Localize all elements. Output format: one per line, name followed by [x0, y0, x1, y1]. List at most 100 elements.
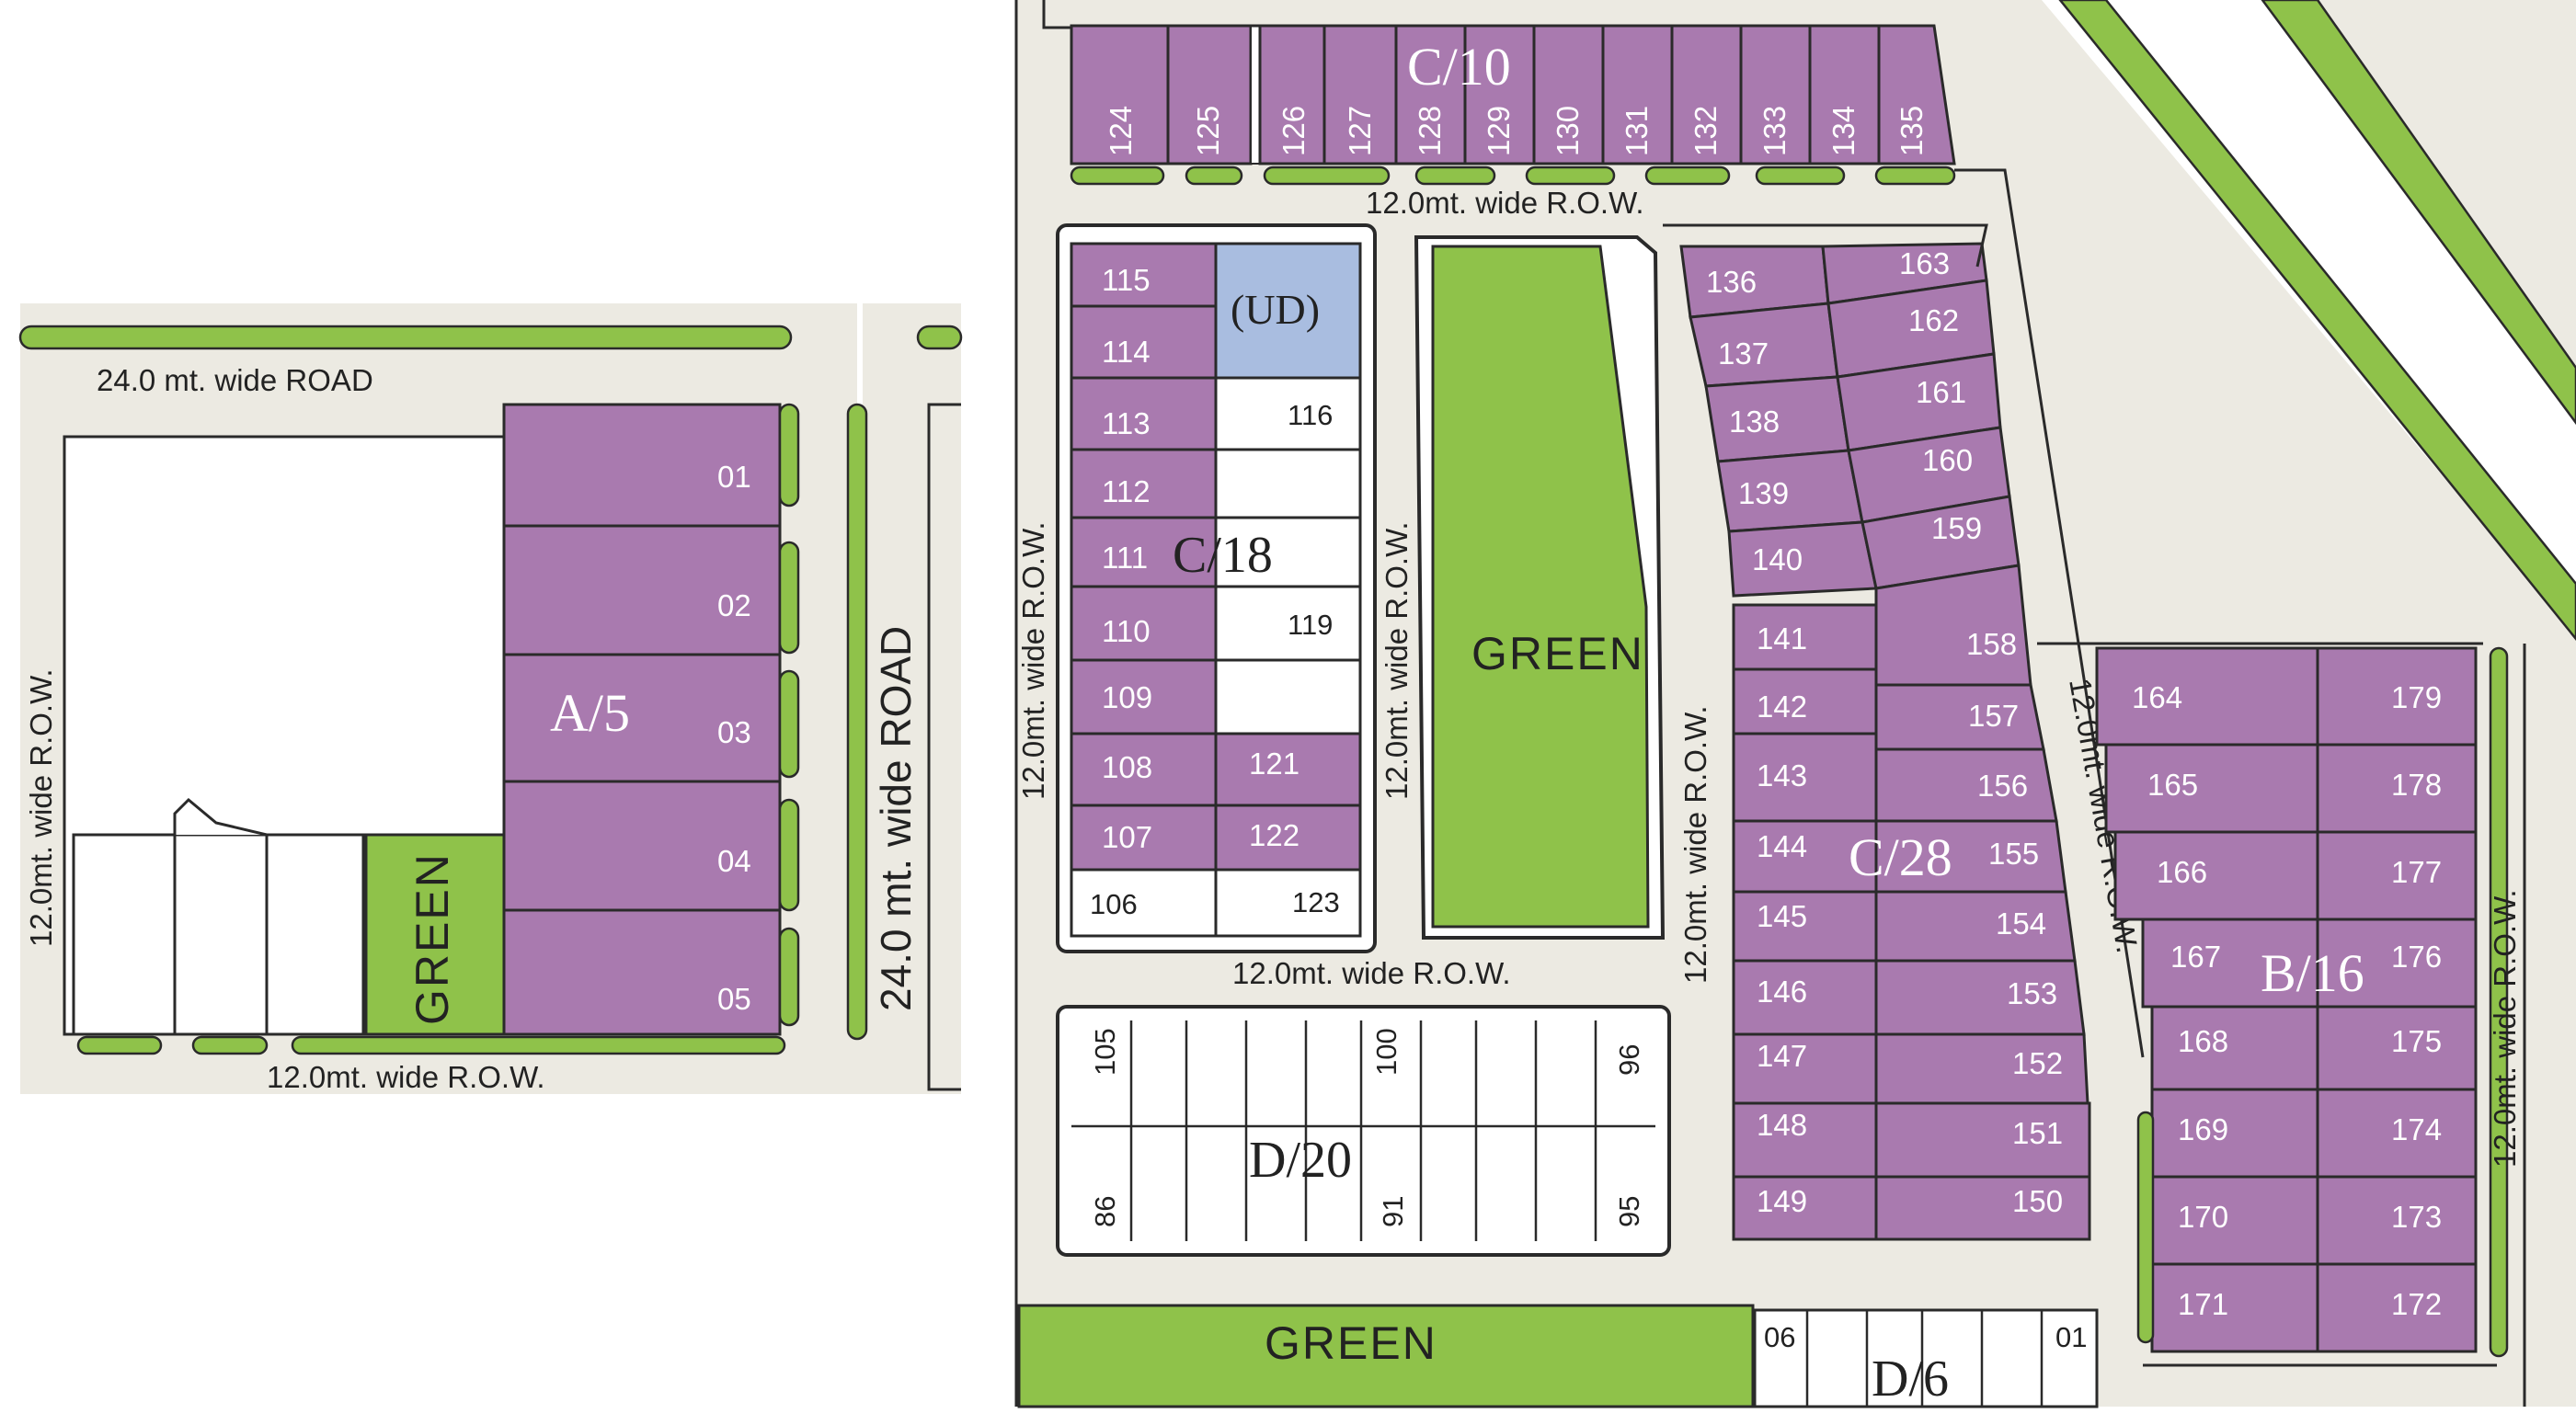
plot-number: 177	[2391, 855, 2442, 889]
plot-number: 05	[717, 982, 751, 1016]
row-label-d20-top: 12.0mt. wide R.O.W.	[1232, 956, 1511, 990]
plot-number: 110	[1102, 614, 1151, 648]
plot-number: 113	[1102, 406, 1151, 440]
green-strip	[916, 325, 963, 350]
plot-number: 150	[2012, 1184, 2063, 1218]
row-label-left: 12.0mt. wide R.O.W.	[24, 668, 58, 947]
plot-number: 134	[1826, 106, 1860, 156]
plot-116	[1214, 376, 1362, 451]
plot-number: 173	[2391, 1200, 2442, 1234]
plot-169	[2150, 1088, 2319, 1179]
plot-number: 132	[1689, 106, 1723, 156]
plot-number: 161	[1916, 375, 1966, 409]
block-label-c10: C/10	[1407, 37, 1511, 97]
b16-plot-numbers: 164 165 166 167 168 169 170 171 179 178 …	[2132, 680, 2442, 1321]
plot-number: 162	[1908, 303, 1959, 337]
plot-166	[2113, 830, 2319, 921]
plot-number: 109	[1102, 680, 1152, 714]
plot-number: 128	[1413, 106, 1447, 156]
plot-number: 152	[2012, 1046, 2063, 1080]
plot-number: 158	[1966, 627, 2017, 661]
row-label-c28-left: 12.0mt. wide R.O.W.	[1678, 705, 1712, 984]
block-label-b16: B/16	[2261, 943, 2364, 1003]
plot-04	[502, 780, 782, 912]
plot-number: 133	[1757, 106, 1792, 156]
plot-number: 01	[717, 460, 751, 494]
plot-number: 160	[1922, 443, 1973, 477]
plot-107	[1070, 804, 1218, 872]
plot-164	[2095, 646, 2319, 747]
plot-number: 105	[1089, 1028, 1121, 1076]
plot-number: 03	[717, 715, 751, 749]
plot-150	[1874, 1175, 2091, 1241]
plot-number: 142	[1757, 690, 1807, 724]
plot-number: 175	[2391, 1024, 2442, 1058]
plot-number: 166	[2157, 855, 2207, 889]
plot-number: 172	[2391, 1287, 2442, 1321]
block-label-c28: C/28	[1849, 827, 1952, 887]
plot-number: 127	[1343, 106, 1377, 156]
plot-number: 122	[1249, 818, 1299, 852]
plot-126	[1258, 24, 1326, 165]
plot-151	[1874, 1101, 2091, 1179]
plot-165	[2104, 743, 2319, 834]
plot-148	[1732, 1101, 1878, 1179]
plot-number: 131	[1620, 106, 1654, 156]
plot-number: 149	[1757, 1184, 1807, 1218]
plot-number: 124	[1104, 106, 1138, 156]
green-area	[1431, 245, 1650, 929]
plot-number: 148	[1757, 1108, 1807, 1142]
plot-number: 107	[1102, 820, 1152, 854]
plot-number: 164	[2132, 680, 2182, 714]
green-label-center: GREEN	[1471, 628, 1644, 679]
plot-174	[2316, 1088, 2478, 1179]
plot-number: 159	[1931, 511, 1982, 545]
plot-number: 06	[1764, 1321, 1795, 1353]
green-strip	[18, 325, 793, 350]
plot-number: 86	[1089, 1196, 1121, 1227]
plot-128	[1394, 24, 1467, 165]
plot-number: 139	[1738, 476, 1789, 510]
road-label-right: 24.0 mt. wide ROAD	[872, 626, 920, 1011]
plot-number: 119	[1288, 609, 1333, 641]
white-plot	[265, 833, 365, 1036]
plot-number: 171	[2178, 1287, 2228, 1321]
white-plot	[72, 833, 177, 1036]
plot-number: 168	[2178, 1024, 2228, 1058]
plot-number: 125	[1191, 106, 1225, 156]
row-label-c18-left: 12.0mt. wide R.O.W.	[1016, 521, 1050, 800]
undeveloped-plot	[1214, 242, 1362, 380]
plot-number: 170	[2178, 1200, 2228, 1234]
plot-number: 112	[1102, 474, 1151, 508]
white-plot	[1214, 516, 1362, 588]
plot-number: 129	[1482, 106, 1516, 156]
plot-number: 108	[1102, 750, 1152, 784]
plot-number: 151	[2012, 1116, 2063, 1150]
plot-156	[1874, 747, 2058, 823]
plot-133	[1739, 24, 1812, 165]
block-label-d6: D/6	[1872, 1351, 1949, 1408]
white-plot	[1214, 448, 1362, 519]
plot-121	[1214, 732, 1362, 807]
plot-number: 155	[1988, 837, 2039, 871]
plot-number: 153	[2007, 976, 2057, 1010]
c28-upper-numbers: 136 137 138 139 140 163 162 161 160 159	[1706, 246, 1982, 576]
plot-number: 100	[1370, 1028, 1402, 1076]
plot-125	[1166, 24, 1253, 165]
plot-number: 137	[1718, 336, 1769, 370]
plot-number: 178	[2391, 768, 2442, 802]
plot-number: 156	[1977, 769, 2028, 803]
plot-179	[2316, 646, 2478, 747]
right-map: 124 125 126 127 128 129 130 131 132 133 …	[1014, 0, 2576, 1408]
plot-142	[1732, 667, 1878, 735]
plot-172	[2316, 1262, 2478, 1353]
plot-number: 111	[1102, 541, 1148, 575]
plot-141	[1732, 603, 1878, 671]
row-label-c18-right: 12.0mt. wide R.O.W.	[1380, 521, 1414, 800]
plot-number: 154	[1996, 906, 2046, 940]
row-label-c10: 12.0mt. wide R.O.W.	[1366, 186, 1644, 220]
left-map: 24.0 mt. wide ROAD GREEN 01 02 03 04 05 …	[18, 303, 963, 1094]
plot-119	[1214, 585, 1362, 662]
plot-171	[2150, 1262, 2319, 1353]
